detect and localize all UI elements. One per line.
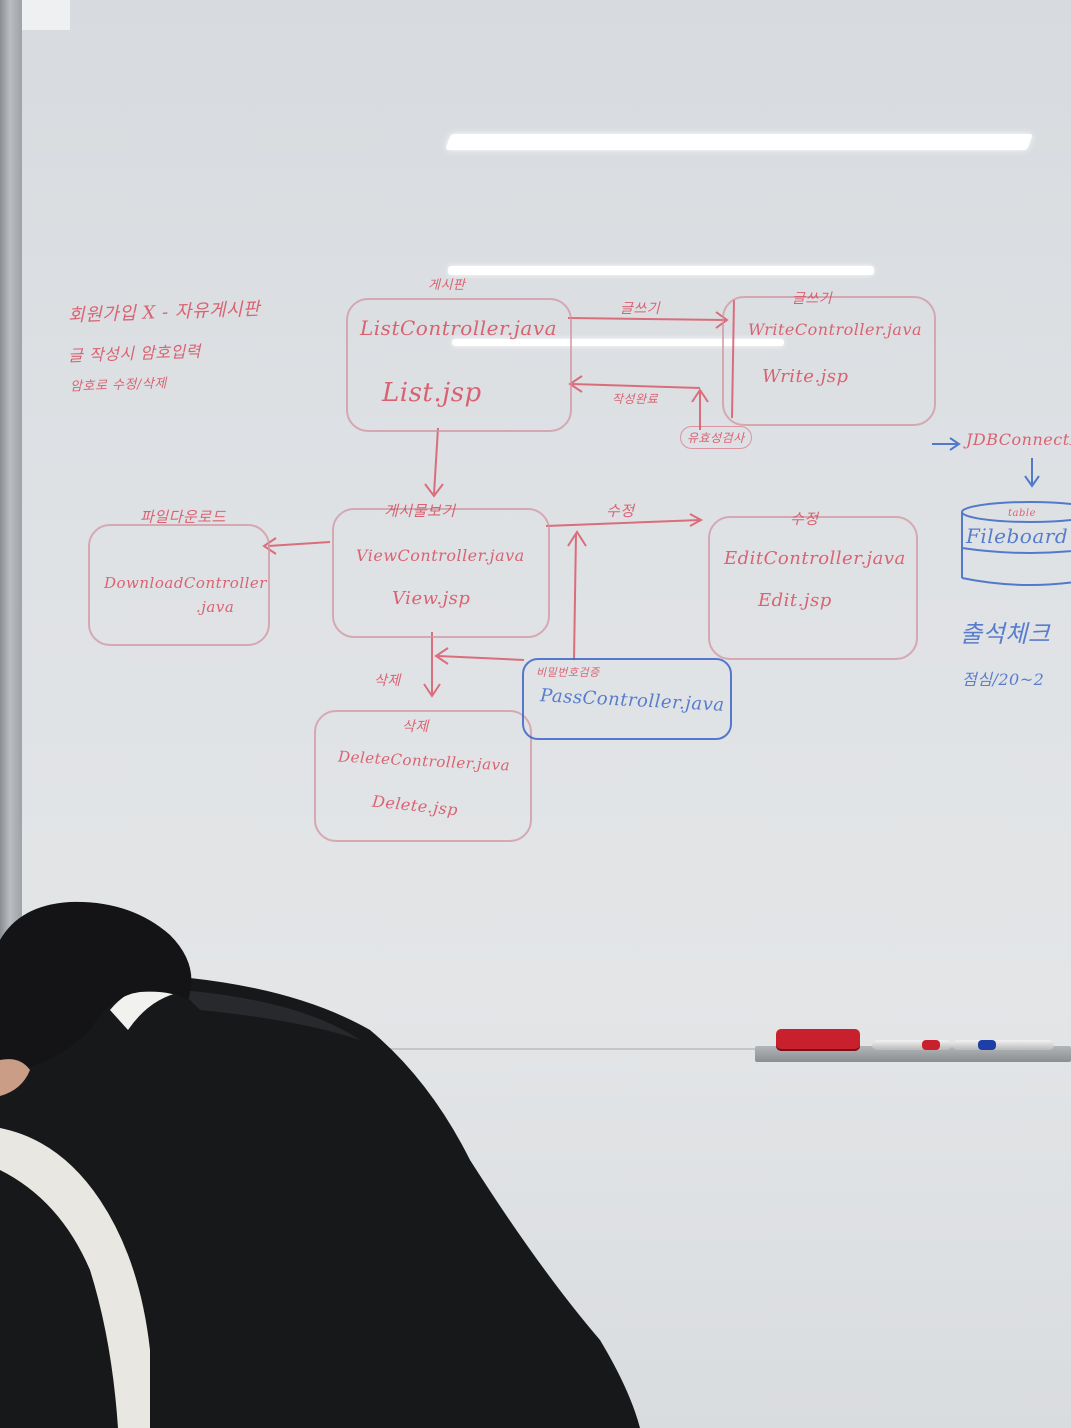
delete-arrow-label: 삭제 <box>374 673 401 689</box>
jdbc-label: JDBConnectPool <box>966 430 1071 449</box>
blue-marker <box>952 1040 1054 1050</box>
view-box-label: 게시물보기 <box>384 502 456 520</box>
board-seam <box>22 1048 1071 1050</box>
download-controller-text: DownloadController <box>104 574 267 592</box>
view-box-outline <box>332 508 550 638</box>
view-jsp-text: View.jsp <box>392 588 471 609</box>
light-reflection <box>452 339 784 346</box>
blue-marker-cap <box>978 1040 996 1050</box>
edit-arrow-label: 수정 <box>606 502 635 520</box>
list-jsp-text: List.jsp <box>382 378 482 408</box>
edit-jsp-text: Edit.jsp <box>758 590 832 611</box>
out-of-scope-note: 출석체크 <box>960 620 1051 648</box>
write-box-label: 글쓰기 <box>792 291 833 307</box>
write-box-outline <box>722 296 936 426</box>
edit-box-outline <box>708 516 918 660</box>
pass-box-outline <box>522 658 732 740</box>
edit-box-label: 수정 <box>790 510 819 528</box>
pass-box-label: 비밀번호검증 <box>536 666 600 679</box>
write-jsp-text: Write.jsp <box>762 366 849 387</box>
eraser <box>776 1029 860 1049</box>
download-box-outline <box>88 524 270 646</box>
download-java-text: .java <box>196 598 235 616</box>
delete-box-outline <box>314 710 532 842</box>
validation-label: 유효성검사 <box>680 426 752 449</box>
red-marker-cap <box>922 1040 940 1050</box>
db-table-label: table <box>1008 508 1036 519</box>
marker-tray <box>755 1046 1071 1062</box>
arrow-back-label: 작성완료 <box>612 392 659 406</box>
list-box-label: 게시판 <box>428 278 466 293</box>
arrow-write-label: 글쓰기 <box>620 301 661 317</box>
list-box-outline <box>346 298 572 432</box>
db-name-text: Fileboard <box>966 524 1069 548</box>
edit-controller-text: EditController.java <box>724 548 906 569</box>
check-note: 점심/20~2 <box>962 670 1045 689</box>
red-marker <box>872 1040 952 1050</box>
view-controller-text: ViewController.java <box>356 546 525 565</box>
light-reflection <box>448 266 874 275</box>
delete-box-label: 삭제 <box>402 719 429 735</box>
list-controller-text: ListController.java <box>360 316 558 340</box>
write-controller-text: WriteController.java <box>748 320 923 339</box>
download-box-label: 파일다운로드 <box>140 508 226 526</box>
